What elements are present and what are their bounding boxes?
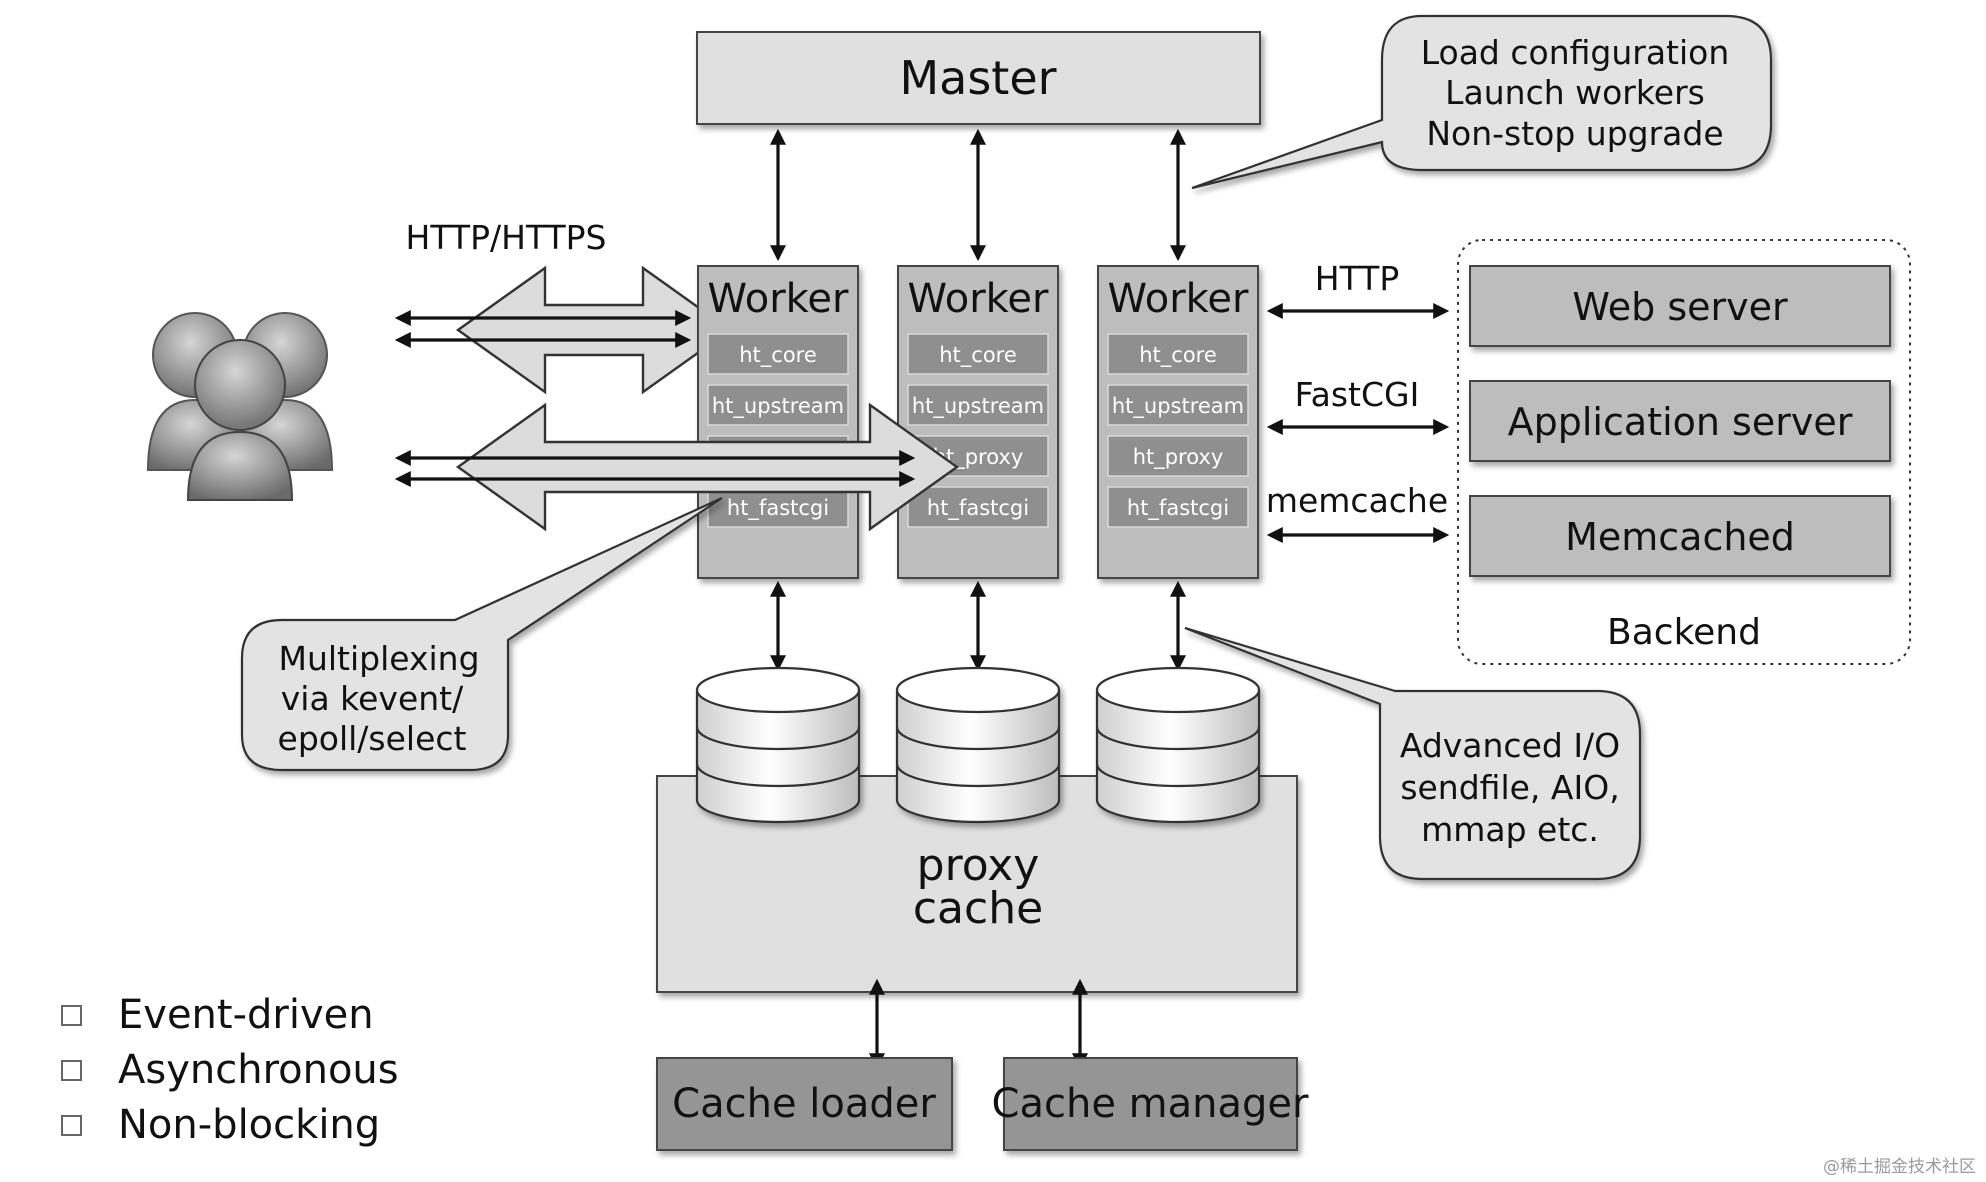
feature-list: Event-driven Asynchronous Non-blocking bbox=[61, 992, 399, 1148]
multiplexing-callout-line3: epoll/select bbox=[278, 719, 467, 758]
worker-module: ht_core bbox=[739, 343, 817, 368]
advanced-io-callout-line2: sendfile, AIO, bbox=[1400, 768, 1619, 807]
advanced-io-callout-line3: mmap etc. bbox=[1421, 810, 1599, 849]
memcached-box bbox=[1469, 495, 1891, 577]
worker-module: ht_core bbox=[1139, 343, 1217, 368]
worker-module: ht_fastcgi bbox=[927, 496, 1029, 521]
advanced-io-callout: Advanced I/O sendfile, AIO, mmap etc. bbox=[1184, 626, 1642, 881]
worker-module: ht_core bbox=[939, 343, 1017, 368]
worker-module: ht_upstream bbox=[912, 394, 1044, 419]
web-server-label: Web server bbox=[1572, 285, 1788, 329]
worker-module: ht_proxy bbox=[1133, 445, 1224, 470]
memcached-label: Memcached bbox=[1565, 515, 1795, 559]
master-callout-line1: Load configuration bbox=[1421, 33, 1730, 72]
bullet-square-icon bbox=[61, 1005, 82, 1026]
cache-loader-box: Cache loader bbox=[656, 1057, 953, 1151]
storage-disk-icon bbox=[895, 666, 1061, 824]
master-box: Master bbox=[696, 31, 1261, 125]
web-server-box bbox=[1469, 265, 1891, 347]
backend-protocol-memcache: memcache bbox=[1266, 481, 1448, 520]
application-server-label: Application server bbox=[1508, 400, 1853, 444]
feature-item: Event-driven bbox=[118, 992, 374, 1038]
worker-3: Worker ht_core ht_upstream ht_proxy ht_f… bbox=[1097, 265, 1259, 579]
watermark: @稀土掘金技术社区 bbox=[1823, 1157, 1976, 1177]
backend-label: Backend bbox=[1607, 612, 1761, 653]
cache-manager-label: Cache manager bbox=[992, 1081, 1309, 1127]
proxy-cache-line2: cache bbox=[913, 883, 1043, 934]
proxy-cache-line1: proxy bbox=[917, 840, 1040, 891]
worker-label: Worker bbox=[908, 276, 1049, 322]
client-protocol-label: HTTP/HTTPS bbox=[406, 218, 607, 257]
client-worker2-double-arrow bbox=[455, 402, 960, 532]
backend-protocol-fastcgi: FastCGI bbox=[1295, 375, 1420, 414]
worker-module: ht_upstream bbox=[712, 394, 844, 419]
master-callout-line2: Launch workers bbox=[1445, 73, 1705, 112]
client-worker1-double-arrow bbox=[455, 265, 733, 395]
worker-module: ht_upstream bbox=[1112, 394, 1244, 419]
storage-disk-icon bbox=[1095, 666, 1261, 824]
worker-2: Worker ht_core ht_upstream ht_proxy ht_f… bbox=[897, 265, 1059, 579]
feature-item: Non-blocking bbox=[118, 1102, 380, 1148]
cache-manager-box: Cache manager bbox=[992, 1057, 1309, 1151]
backend-protocol-http: HTTP bbox=[1315, 259, 1399, 298]
cache-loader-label: Cache loader bbox=[672, 1081, 936, 1127]
multiplexing-callout-line1: Multiplexing bbox=[278, 639, 479, 678]
multiplexing-callout-line2: via kevent/ bbox=[281, 679, 464, 718]
advanced-io-callout-line1: Advanced I/O bbox=[1400, 726, 1620, 765]
application-server-box bbox=[1469, 380, 1891, 462]
storage-disk-icon bbox=[695, 666, 861, 824]
bullet-square-icon bbox=[61, 1060, 82, 1081]
users-icon bbox=[146, 312, 334, 501]
worker-module: ht_fastcgi bbox=[727, 496, 829, 521]
worker-module: ht_fastcgi bbox=[1127, 496, 1229, 521]
master-callout: Load configuration Launch workers Non-st… bbox=[1191, 14, 1773, 190]
master-callout-line3: Non-stop upgrade bbox=[1426, 114, 1723, 153]
bullet-square-icon bbox=[61, 1115, 82, 1136]
worker-label: Worker bbox=[708, 276, 849, 322]
backend-group: Web server Application server Memcached … bbox=[1457, 239, 1911, 665]
worker-1: Worker ht_core ht_upstream ht_fastcgi bbox=[697, 265, 859, 579]
worker-label: Worker bbox=[1108, 276, 1249, 322]
master-label: Master bbox=[899, 51, 1056, 105]
multiplexing-callout: Multiplexing via kevent/ epoll/select bbox=[240, 496, 723, 772]
feature-item: Asynchronous bbox=[118, 1047, 399, 1093]
